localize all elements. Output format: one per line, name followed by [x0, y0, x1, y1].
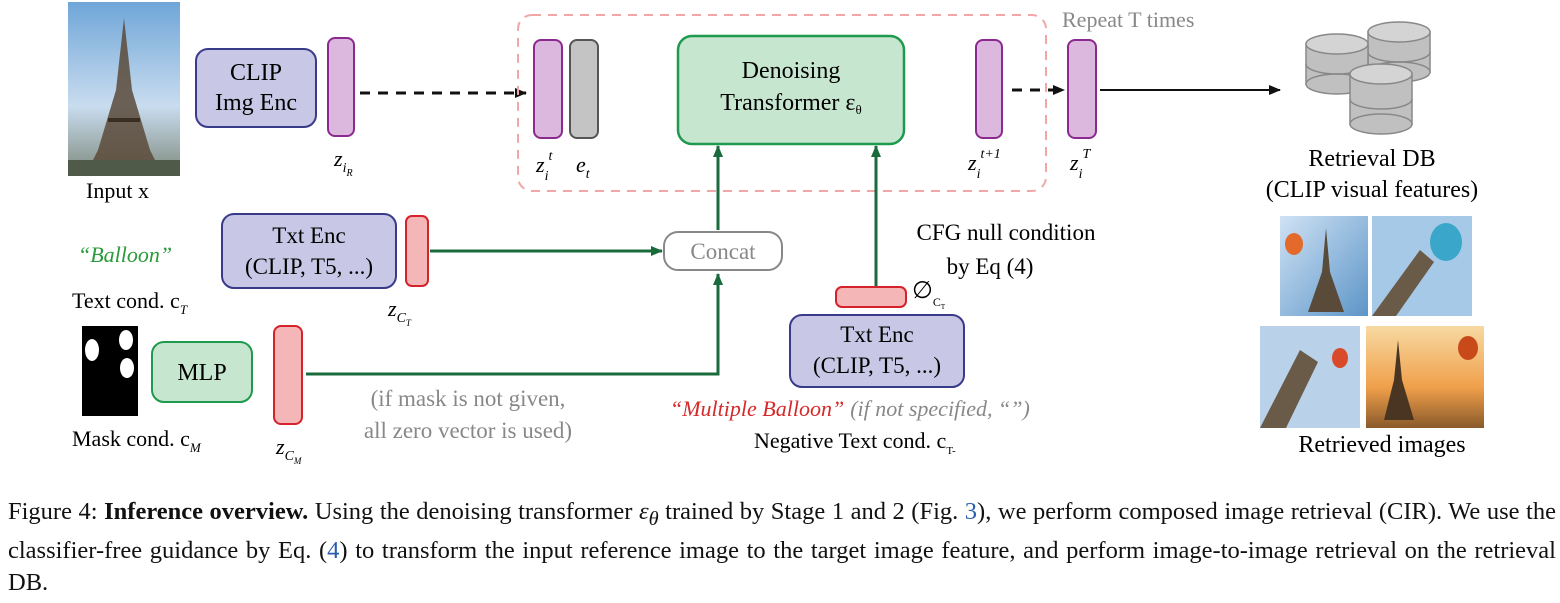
multiple-balloon-text: “Multiple Balloon”(if not specified, “”) — [670, 396, 1030, 421]
txt-enc-box — [221, 213, 397, 289]
neg-text-cond-label: Negative Text cond. cT- — [754, 428, 956, 457]
caption-text-3: ), we perform composed image retrieval (… — [8, 498, 1556, 564]
input-image — [68, 2, 180, 176]
label-e-t: et — [576, 152, 591, 182]
concat-box — [663, 231, 783, 271]
input-label: Input x — [86, 178, 149, 203]
mlp-label: MLP — [177, 360, 226, 386]
neg-txt-enc-line2: (CLIP, T5, ...) — [813, 353, 941, 378]
figure-caption: Figure 4: Inference overview. Using the … — [8, 496, 1556, 599]
mask-note-line1: (if mask is not given, — [371, 386, 566, 411]
txt-enc-line2: (CLIP, T5, ...) — [245, 254, 373, 279]
clip-img-enc-box — [195, 48, 317, 128]
retrieved-images-label: Retrieved images — [1298, 432, 1465, 458]
vector-z-i-t1 — [975, 39, 1003, 139]
caption-ref-fig3[interactable]: 3 — [964, 498, 978, 525]
repeat-label: Repeat T times — [1062, 7, 1194, 32]
clip-img-enc-line1: CLIP — [230, 60, 282, 86]
inference-diagram: Input x CLIP Img Enc ziR Repeat T times … — [68, 2, 1484, 466]
arrow-mask-to-concat — [306, 273, 723, 376]
vector-z-i-T — [1067, 39, 1097, 139]
cfg-line1: CFG null condition — [917, 220, 1096, 245]
vector-z-ir — [327, 37, 355, 137]
caption-bold: Inference overview. — [104, 498, 309, 525]
caption-ref-eq4[interactable]: 4 — [327, 536, 340, 564]
vector-e-t — [569, 39, 599, 139]
label-z-i-T: ziT — [1069, 147, 1091, 182]
neg-txt-enc-box — [789, 314, 965, 388]
concat-label: Concat — [690, 239, 756, 264]
caption-text-4: ) to transform the input reference image… — [8, 536, 1556, 596]
mask-note-line2: all zero vector is used) — [364, 418, 572, 443]
txt-enc-line1: Txt Enc — [272, 223, 345, 248]
vector-z-ct — [405, 215, 429, 287]
repeat-loop-box — [517, 14, 1047, 192]
retrieved-image-1 — [1280, 216, 1368, 316]
denoising-transformer-box — [676, 34, 906, 146]
vector-z-i-t — [533, 39, 563, 139]
caption-text-2: trained by Stage 1 and 2 (Fig. — [658, 498, 965, 525]
cfg-line2: by Eq (4) — [947, 254, 1034, 279]
null-condition-symbol: ∅CT — [912, 278, 946, 311]
retrieved-image-3 — [1260, 326, 1360, 428]
retrieved-image-4 — [1366, 326, 1484, 428]
vector-z-cm — [273, 325, 303, 425]
label-z-i-t1: zit+1 — [967, 147, 1001, 182]
label-z-ir: ziR — [333, 146, 353, 179]
retrieved-image-2 — [1372, 216, 1472, 316]
retrieval-db-line1: Retrieval DB — [1308, 146, 1435, 172]
denoiser-line2: Transformer εθ — [720, 90, 861, 117]
label-z-ct: zCT — [387, 296, 412, 328]
mlp-box — [151, 341, 253, 403]
neg-txt-enc-line1: Txt Enc — [840, 322, 913, 347]
database-icon — [1305, 21, 1431, 135]
clip-img-enc-line2: Img Enc — [215, 90, 297, 116]
caption-epsilon: ε — [638, 498, 649, 525]
caption-prefix: Figure 4: — [8, 498, 105, 525]
mask-cond-label: Mask cond. cM — [72, 426, 202, 455]
retrieval-db-line2: (CLIP visual features) — [1266, 177, 1478, 203]
mask-image — [82, 326, 138, 416]
vector-null — [835, 286, 907, 308]
denoiser-line1: Denoising — [742, 58, 841, 84]
caption-text-1: Using the denoising transformer — [308, 498, 639, 525]
label-z-i-t: zit — [535, 149, 553, 184]
caption-epsilon-sub: θ — [648, 507, 659, 530]
label-z-cm: zCM — [275, 434, 302, 466]
balloon-text: “Balloon” — [78, 242, 172, 267]
text-cond-label: Text cond. cT — [72, 288, 188, 317]
